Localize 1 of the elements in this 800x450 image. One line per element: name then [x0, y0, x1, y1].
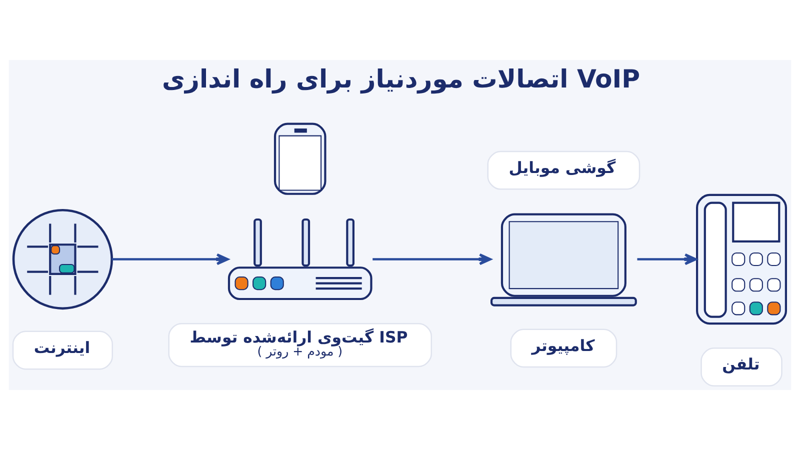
diagram-title: اتصالات موردنیاز برای راه اندازی VoIP: [162, 64, 640, 94]
